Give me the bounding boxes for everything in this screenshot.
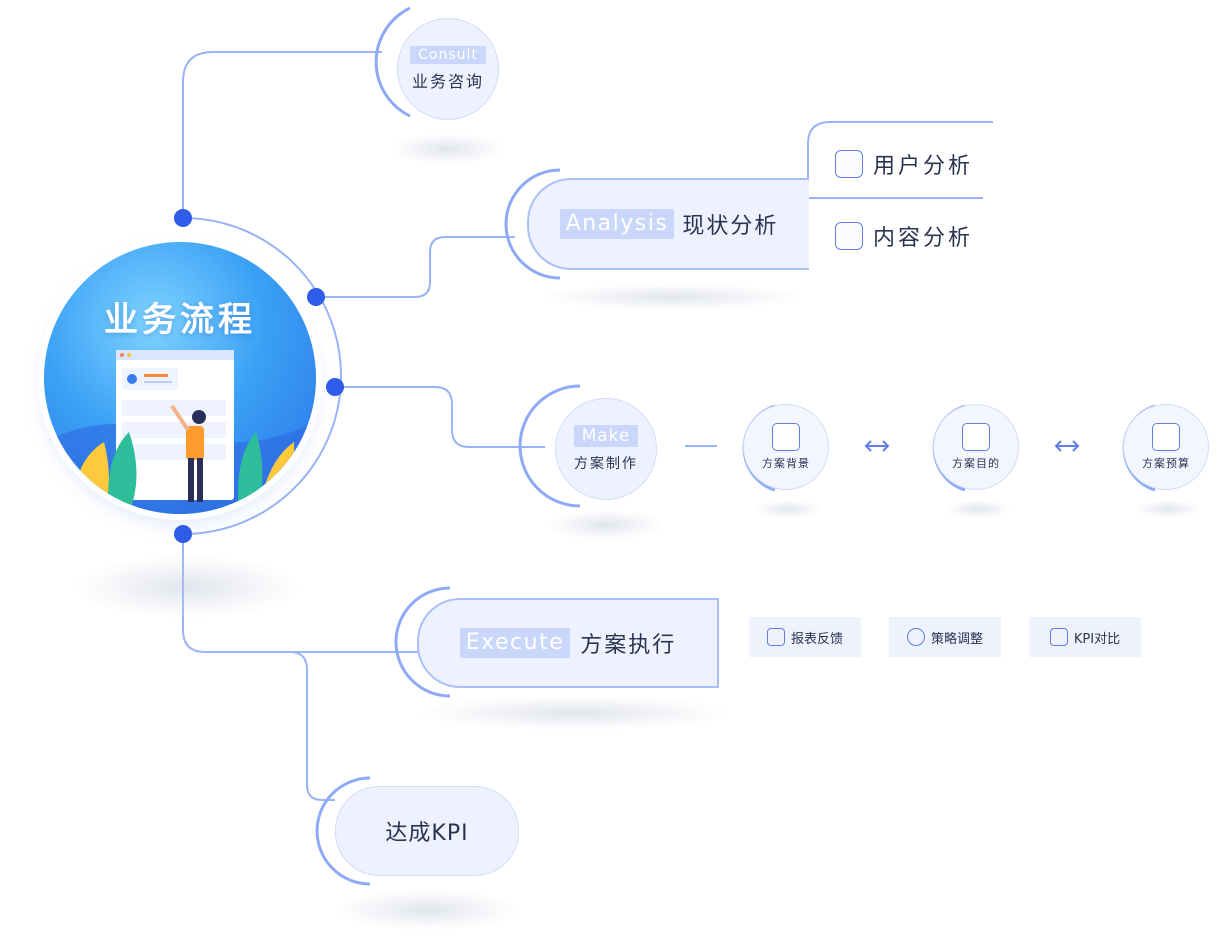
- step-background[interactable]: 方案背景: [743, 404, 829, 490]
- execute-item-report[interactable]: 报表反馈: [749, 617, 861, 657]
- arrow-1: [864, 440, 890, 452]
- bar-chart-icon: [766, 628, 785, 646]
- analysis-item-label: 内容分析: [873, 226, 974, 251]
- execute-item-strategy[interactable]: 策略调整: [889, 617, 1001, 657]
- line-analysis: [316, 236, 515, 298]
- analysis-item-user[interactable]: 用户分析: [835, 148, 973, 180]
- execute-item-label: 策略调整: [930, 631, 983, 647]
- dot-consult: [174, 209, 192, 227]
- document-search-icon: [772, 423, 800, 451]
- consult-label: 业务咨询: [411, 72, 484, 91]
- make-node[interactable]: Make 方案制作: [555, 398, 657, 500]
- dot-execute: [174, 525, 192, 543]
- analysis-tag: Analysis: [559, 209, 675, 239]
- line-execute: [182, 534, 420, 653]
- budget-receipt-icon: [1152, 423, 1180, 451]
- shadow-analysis: [545, 284, 800, 310]
- execute-item-label: KPI对比: [1073, 631, 1121, 647]
- line-kpi: [289, 651, 335, 801]
- checklist-icon: [962, 423, 990, 451]
- shadow-kpi: [335, 890, 520, 930]
- analysis-item-label: 用户分析: [873, 154, 974, 179]
- shadow-step1: [755, 500, 821, 518]
- layers-icon: [1049, 628, 1068, 646]
- step-label: 方案背景: [762, 457, 810, 470]
- content-chart-icon: [835, 222, 863, 250]
- step-label: 方案预算: [1142, 457, 1190, 470]
- execute-arc: [394, 586, 451, 698]
- make-arc: [518, 384, 581, 508]
- user-chart-icon: [835, 150, 863, 178]
- consult-tag: Consult: [410, 46, 486, 64]
- kpi-node[interactable]: 达成KPI: [335, 786, 519, 876]
- kpi-label: 达成KPI: [385, 821, 469, 846]
- execute-tag: Execute: [459, 628, 571, 658]
- line-consult: [182, 51, 382, 218]
- consult-node[interactable]: Consult 业务咨询: [397, 18, 499, 120]
- arrow-2: [1054, 440, 1080, 452]
- shadow-step3: [1135, 500, 1201, 518]
- analysis-item-content[interactable]: 内容分析: [835, 220, 973, 252]
- shadow-execute: [420, 696, 730, 730]
- hero-scene: [44, 350, 316, 514]
- execute-node[interactable]: Execute 方案执行: [417, 598, 719, 688]
- shadow-step2: [945, 500, 1011, 518]
- hero-illustration: 业务流程: [44, 242, 316, 514]
- analysis-label: 现状分析: [682, 214, 779, 239]
- execute-item-kpi[interactable]: KPI对比: [1029, 617, 1141, 657]
- consult-arc: [374, 6, 411, 118]
- hero-arc: [182, 217, 342, 535]
- step-label: 方案目的: [952, 457, 1000, 470]
- dot-make: [326, 378, 344, 396]
- analysis-node[interactable]: Analysis 现状分析: [527, 178, 809, 270]
- shadow-hero: [75, 556, 300, 618]
- execute-item-label: 报表反馈: [790, 631, 843, 647]
- shadow-consult: [390, 134, 505, 164]
- make-tag: Make: [573, 425, 639, 447]
- trend-icon: [906, 628, 925, 646]
- execute-label: 方案执行: [580, 633, 677, 658]
- line-make: [335, 386, 545, 448]
- hero-title: 业务流程: [104, 300, 256, 340]
- analysis-bracket: [807, 121, 993, 266]
- make-label: 方案制作: [574, 456, 638, 472]
- analysis-arc: [504, 168, 561, 280]
- shadow-make: [548, 510, 663, 540]
- dot-analysis: [307, 288, 325, 306]
- step-purpose[interactable]: 方案目的: [933, 404, 1019, 490]
- step-budget[interactable]: 方案预算: [1123, 404, 1209, 490]
- kpi-arc: [315, 776, 371, 886]
